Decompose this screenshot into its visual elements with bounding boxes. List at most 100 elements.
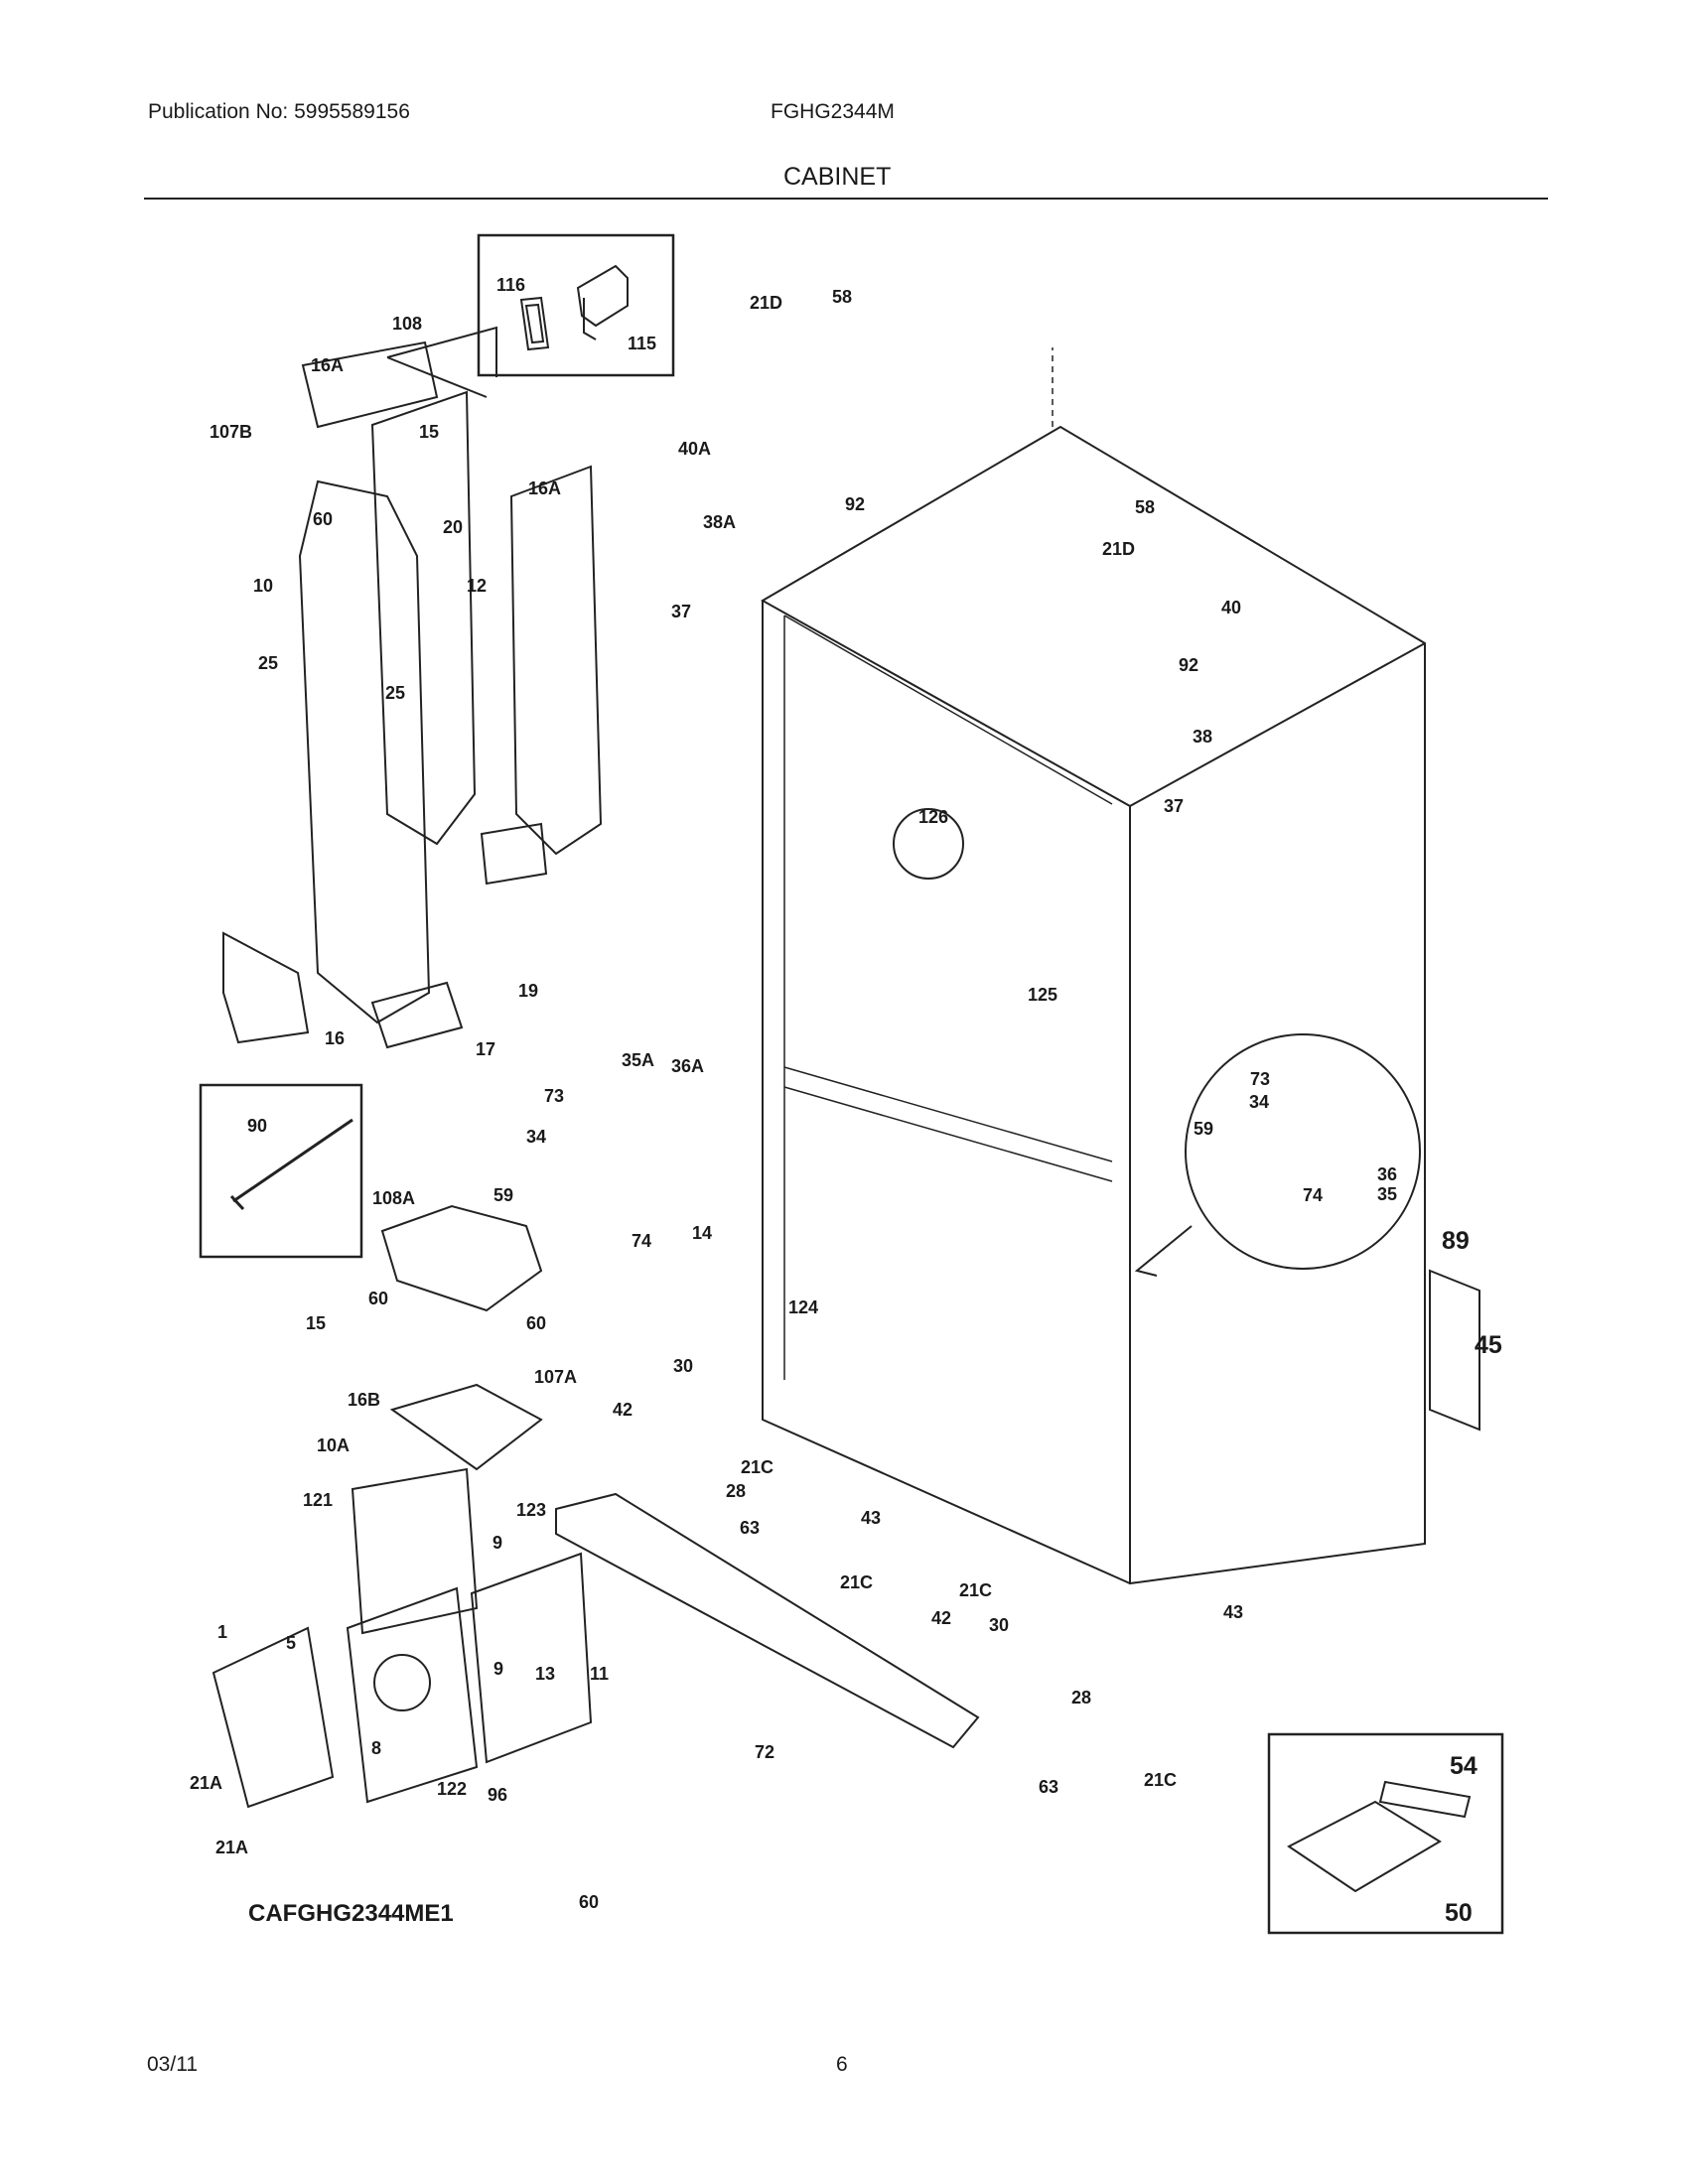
callout-42-left: 42: [613, 1400, 633, 1420]
tray-50: [1287, 1800, 1442, 1893]
callout-13: 13: [535, 1664, 555, 1684]
callout-40A: 40A: [678, 439, 711, 459]
callout-37-left: 37: [671, 602, 691, 621]
callout-21C-a: 21C: [741, 1457, 774, 1477]
callout-28-right: 28: [1071, 1688, 1091, 1707]
callout-60-b: 60: [526, 1313, 546, 1333]
callout-74-mid: 74: [632, 1231, 651, 1251]
callout-73-detail: 73: [1250, 1069, 1270, 1089]
callout-92-top: 92: [845, 494, 865, 514]
footer-page-number: 6: [836, 2053, 848, 2076]
callout-21A-a: 21A: [190, 1773, 222, 1793]
callout-38: 38: [1193, 727, 1212, 747]
callout-10: 10: [253, 576, 273, 596]
callout-16A-right: 16A: [528, 478, 561, 498]
callout-15-low: 15: [306, 1313, 326, 1333]
callout-90: 90: [247, 1116, 267, 1136]
detail-circle-hinge: [1185, 1033, 1421, 1270]
callout-121: 121: [303, 1490, 333, 1510]
callout-21C-c: 21C: [959, 1580, 992, 1600]
callout-21D-top: 21D: [750, 293, 782, 313]
callout-63-left: 63: [740, 1518, 760, 1538]
footer-date: 03/11: [147, 2053, 198, 2076]
callout-8: 8: [371, 1738, 381, 1758]
shroud-122: [346, 1586, 479, 1804]
callout-50: 50: [1445, 1899, 1473, 1927]
callout-30-left: 30: [673, 1356, 693, 1376]
callout-73-mid: 73: [544, 1086, 564, 1106]
callout-122: 122: [437, 1779, 467, 1799]
callout-1: 1: [217, 1622, 227, 1642]
callout-42-right: 42: [931, 1608, 951, 1628]
callout-125: 125: [1028, 985, 1057, 1005]
cabinet-mullion: [783, 1066, 1113, 1182]
part-19-shape: [480, 822, 548, 886]
duct-12-panel: [370, 390, 477, 846]
bracket-54: [1378, 1780, 1472, 1819]
callout-10A: 10A: [317, 1435, 350, 1455]
kickplate-72: [555, 1492, 980, 1749]
cabinet-top-front-edge: [1129, 642, 1426, 807]
callout-21A-b: 21A: [215, 1838, 248, 1857]
callout-17: 17: [476, 1039, 495, 1059]
callout-74-detail: 74: [1303, 1185, 1323, 1205]
part-17-shape: [370, 981, 464, 1049]
callout-59-detail: 59: [1194, 1119, 1213, 1139]
callout-45: 45: [1475, 1331, 1502, 1359]
callout-21C-b: 21C: [840, 1572, 873, 1592]
callout-38A: 38A: [703, 512, 736, 532]
callout-126: 126: [918, 807, 948, 827]
callout-9-a: 9: [492, 1533, 502, 1553]
callout-92-right: 92: [1179, 655, 1198, 675]
callout-89: 89: [1442, 1227, 1470, 1255]
callout-108A: 108A: [372, 1188, 415, 1208]
cabinet-front-left-edge: [762, 601, 1131, 1584]
callout-35A: 35A: [622, 1050, 654, 1070]
callout-28-left: 28: [726, 1481, 746, 1501]
callout-116: 116: [496, 275, 525, 295]
callout-12: 12: [467, 576, 487, 596]
part-callouts: 116 115 108 16A 107B 15 16A 60 20 12 10 …: [190, 275, 1502, 1927]
cover-107B: [301, 341, 439, 429]
callout-60-a: 60: [368, 1289, 388, 1308]
panel-11: [470, 1552, 593, 1764]
callout-72: 72: [755, 1742, 774, 1762]
callout-124: 124: [788, 1297, 818, 1317]
callout-43-right: 43: [1223, 1602, 1243, 1622]
cover-107A: [389, 1383, 543, 1471]
callout-21D-right: 21D: [1102, 539, 1135, 559]
callout-19: 19: [518, 981, 538, 1001]
callout-123: 123: [516, 1500, 546, 1520]
callout-108: 108: [392, 314, 422, 334]
cabinet-inner-edges: [783, 614, 1113, 1380]
callout-60-bottom: 60: [579, 1892, 599, 1912]
grille-1: [211, 1626, 335, 1809]
callout-107A: 107A: [534, 1367, 577, 1387]
callout-60-top: 60: [313, 509, 333, 529]
bracket-89: [1429, 1269, 1480, 1432]
panel-10A: [351, 1467, 479, 1635]
callout-63-right: 63: [1039, 1777, 1058, 1797]
diagram-linework: [199, 233, 1504, 1935]
callout-40: 40: [1221, 598, 1241, 617]
callout-37-right: 37: [1164, 796, 1184, 816]
callout-9-b: 9: [493, 1659, 503, 1679]
fan-blade-hub: [373, 1654, 431, 1711]
inset-box-54-50: [1267, 1732, 1504, 1935]
inset-box-90: [199, 1083, 363, 1259]
callout-5: 5: [286, 1633, 296, 1653]
callout-58-top: 58: [832, 287, 852, 307]
callout-21C-d: 21C: [1144, 1770, 1177, 1790]
duct-10-panel: [298, 479, 431, 1024]
detail-leader: [1134, 1225, 1193, 1277]
callout-34-detail: 34: [1249, 1092, 1269, 1112]
callout-43-left: 43: [861, 1508, 881, 1528]
callout-11: 11: [590, 1664, 609, 1684]
callout-34-mid: 34: [526, 1127, 546, 1147]
cabinet-outline: [760, 425, 1426, 1585]
callout-96: 96: [488, 1785, 507, 1805]
gasket-116-shape: [519, 296, 550, 351]
header-rule: [144, 198, 1548, 200]
callout-25-left: 25: [258, 653, 278, 673]
